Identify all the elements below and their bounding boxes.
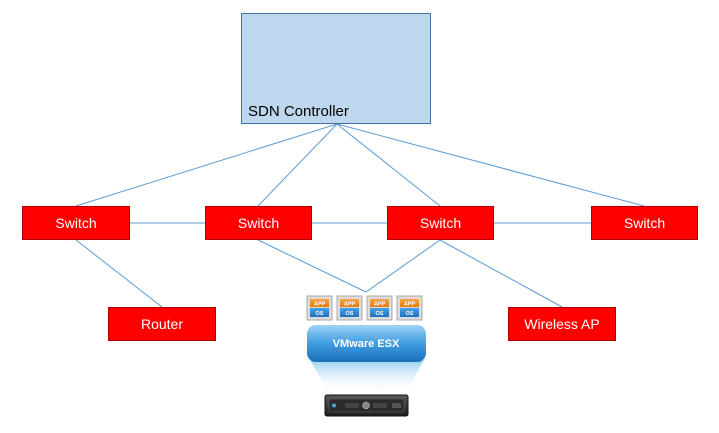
router: Router xyxy=(108,307,216,341)
vm-os-label: OS xyxy=(376,311,384,317)
esx-label: VMware ESX xyxy=(333,338,400,350)
switch-label: Switch xyxy=(237,215,280,231)
vm-os-label: OS xyxy=(406,311,414,317)
vm-app-label: APP xyxy=(344,302,356,308)
link-switch-1-router xyxy=(75,239,163,308)
switch-1: Switch xyxy=(22,206,130,240)
vm-app-label: APP xyxy=(314,302,326,308)
router-label: Router xyxy=(140,316,184,332)
controller-label: SDN Controller xyxy=(248,103,349,120)
vm-icon: APP OS xyxy=(366,295,393,321)
wireless-ap: Wireless AP xyxy=(508,307,616,341)
vm-icon: APP OS xyxy=(336,295,363,321)
switch-4: Switch xyxy=(591,206,698,240)
link-switch-2-esx xyxy=(257,239,367,293)
switch-2: Switch xyxy=(205,206,312,240)
wireless-ap-label: Wireless AP xyxy=(524,316,600,332)
server-icon xyxy=(324,394,409,417)
vmware-esx: VMware ESX APP OS APP OS APP OS APP OS xyxy=(306,295,426,395)
switch-label: Switch xyxy=(623,215,666,231)
link-controller-switch-1 xyxy=(75,123,338,207)
sdn-controller: SDN Controller xyxy=(241,13,431,124)
link-switch-3-esx xyxy=(365,239,441,293)
link-controller-switch-2 xyxy=(257,123,338,207)
switch-label: Switch xyxy=(419,215,462,231)
vm-app-label: APP xyxy=(374,302,386,308)
link-controller-switch-3 xyxy=(336,123,441,207)
esx-bar xyxy=(307,325,426,362)
esx-beam xyxy=(310,360,424,395)
vm-os-label: OS xyxy=(346,311,354,317)
links xyxy=(75,123,645,308)
switch-label: Switch xyxy=(55,215,97,231)
link-controller-switch-4 xyxy=(336,123,645,207)
vm-icon: APP OS xyxy=(396,295,423,321)
switch-3: Switch xyxy=(387,206,494,240)
vm-os-label: OS xyxy=(316,311,324,317)
vm-app-label: APP xyxy=(404,302,416,308)
link-switch-3-wireless-ap xyxy=(439,239,563,308)
vm-icon: APP OS xyxy=(306,295,333,321)
